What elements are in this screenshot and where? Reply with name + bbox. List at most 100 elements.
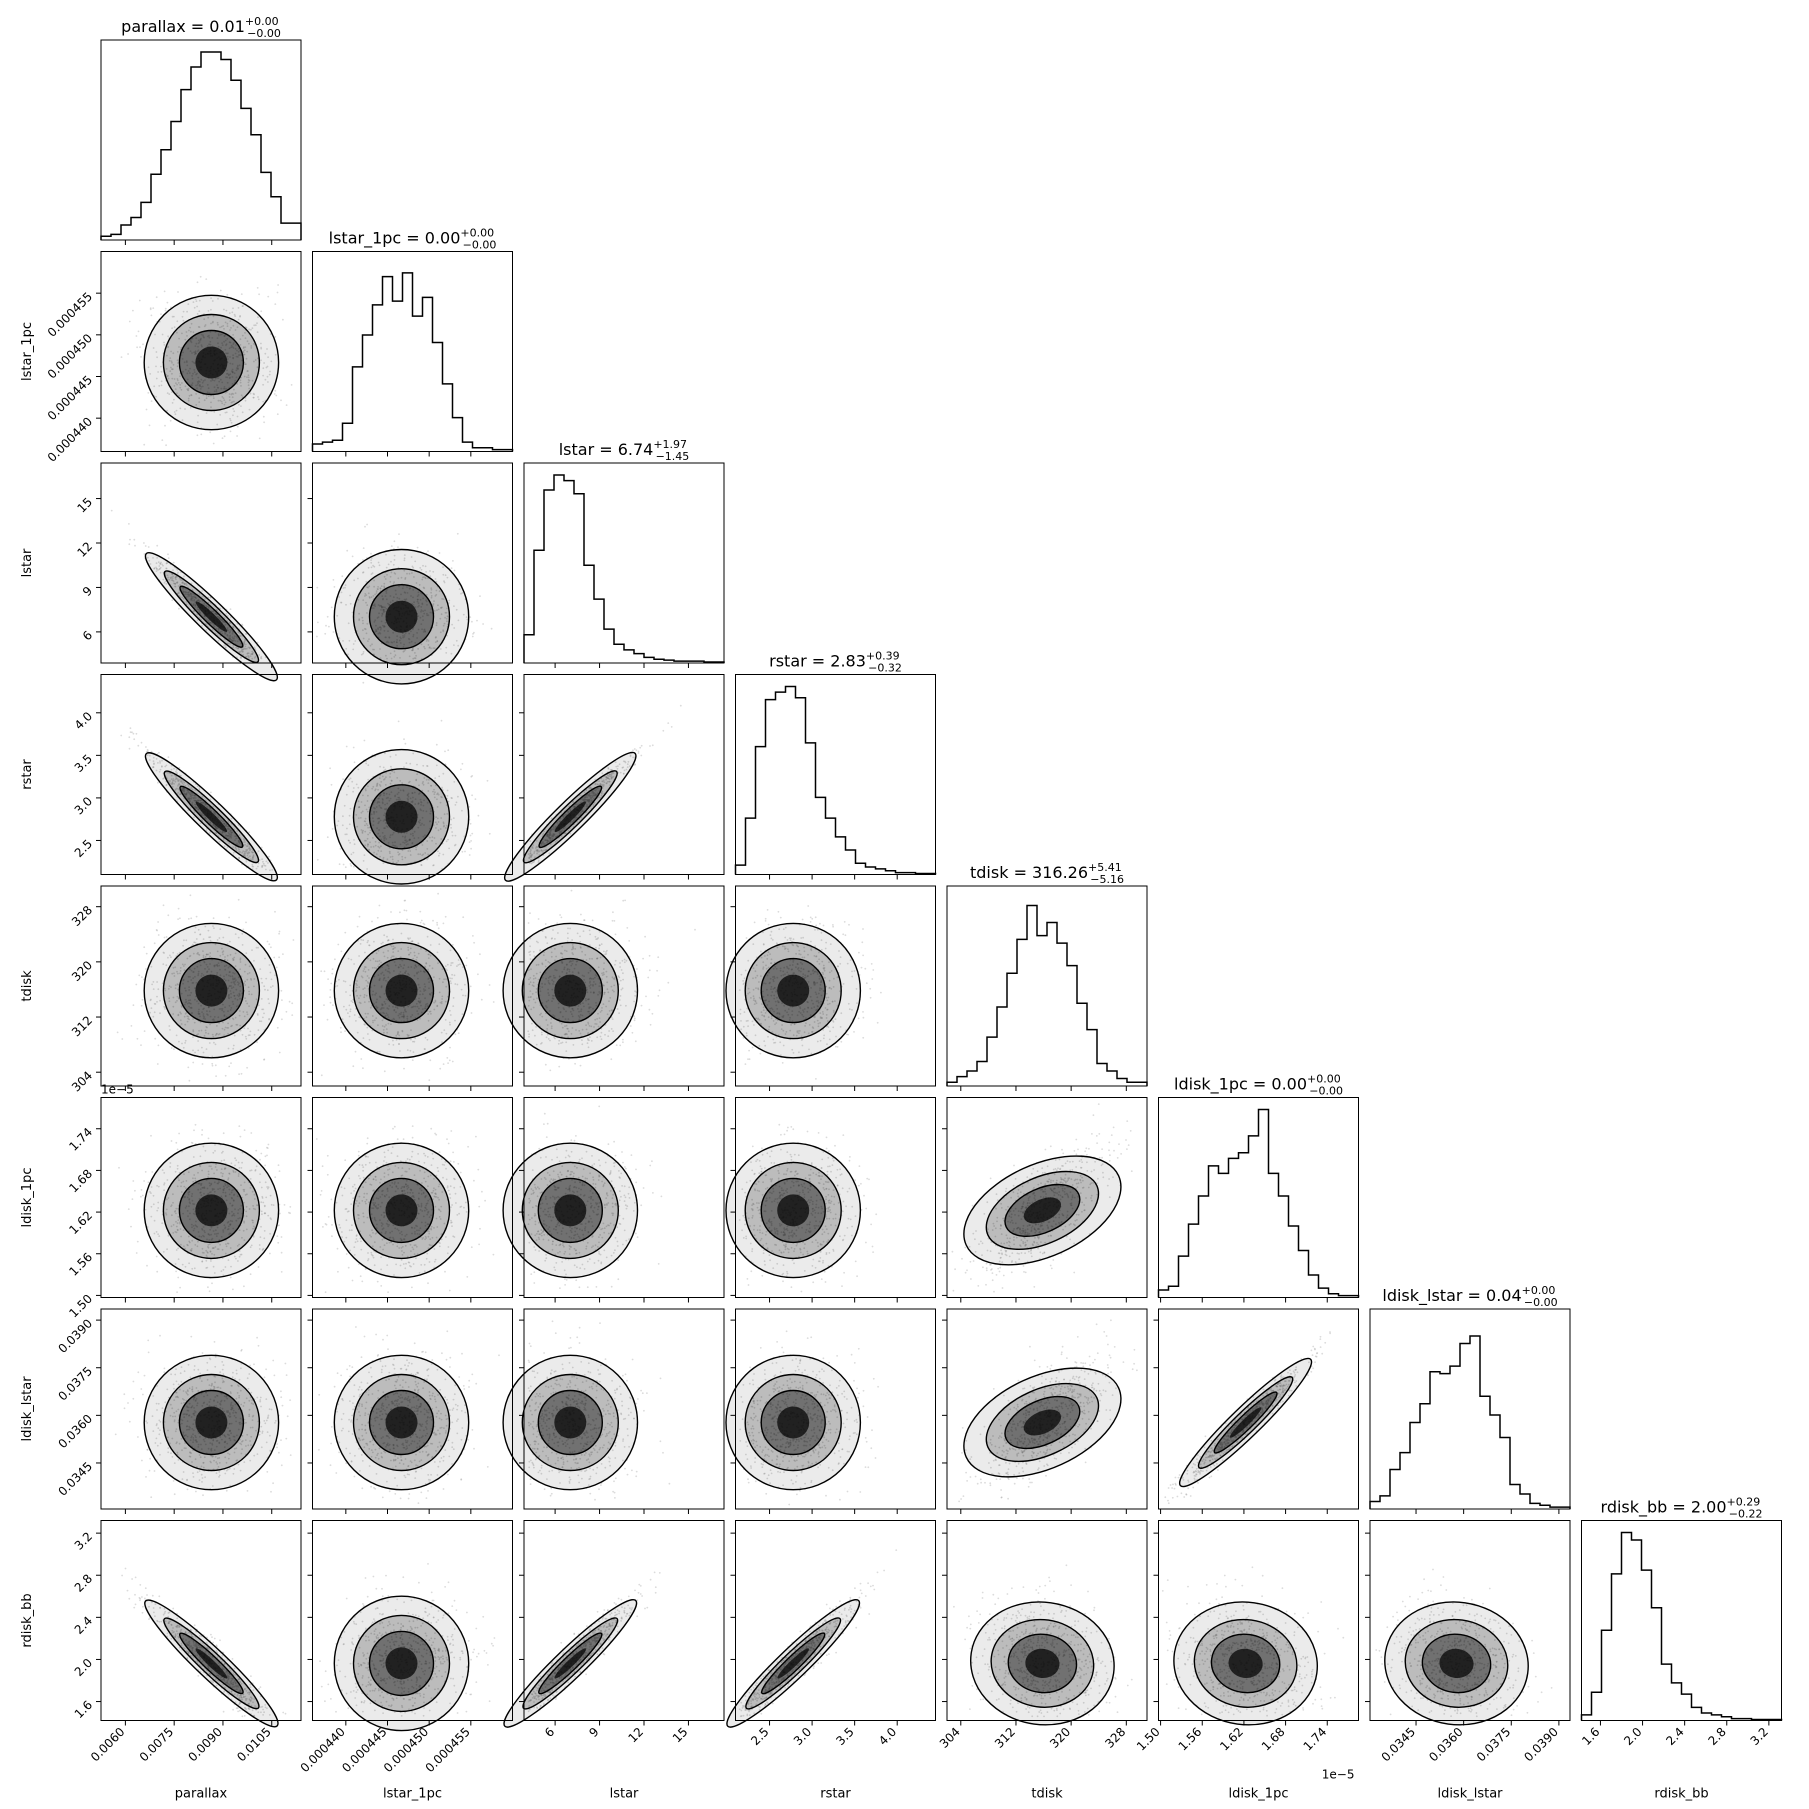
ytick-label-rstar: 2.5 <box>72 837 95 860</box>
contours-lstar-tdisk <box>502 922 639 1059</box>
frame-7-3 <box>735 1520 936 1721</box>
panel-3-3: rstar = 2.83+0.39−0.32 <box>734 650 937 880</box>
xoffset-ldisk_1pc: 1e−5 <box>1322 1768 1355 1782</box>
frame-1-1 <box>312 251 513 452</box>
panel-1-1: lstar_1pc = 0.00+0.00−0.00 <box>311 227 514 457</box>
ylabel-lstar_1pc: lstar_1pc <box>20 322 35 381</box>
xtick-label-tdisk: 328 <box>1102 1725 1128 1751</box>
frame-6-3 <box>735 1308 936 1510</box>
xtick-label-ldisk_1pc: 1.74 <box>1301 1725 1330 1754</box>
contours-ldisk_1pc-ldisk_lstar <box>1178 1357 1313 1488</box>
frame-4-3 <box>735 885 936 1087</box>
contours-rstar-tdisk <box>725 922 862 1059</box>
panel-4-4: tdisk = 316.26+5.41−5.16 <box>946 861 1148 1091</box>
contours-lstar-ldisk_1pc <box>502 1142 639 1279</box>
frame-1-0 <box>100 251 302 452</box>
title-parallax: parallax = 0.01+0.00−0.00 <box>121 15 281 40</box>
ytick-label-rdisk_bb: 1.6 <box>72 1698 95 1721</box>
ytick-label-ldisk_1pc: 1.50 <box>66 1292 95 1321</box>
xtick-label-lstar: 9 <box>586 1725 601 1740</box>
panel-5-5: ldisk_1pc = 0.00+0.00−0.00 <box>1157 1073 1360 1303</box>
ytick-label-ldisk_1pc: 1.74 <box>66 1125 95 1154</box>
xtick-label-rdisk_bb: 3.2 <box>1748 1725 1771 1748</box>
ylabel-ldisk_1pc: ldisk_1pc <box>20 1168 35 1228</box>
ytick-label-lstar: 12 <box>74 539 95 560</box>
contours-lstar-ldisk_lstar <box>502 1354 639 1491</box>
xtick-label-rstar: 4.0 <box>876 1725 899 1748</box>
ylabel-tdisk: tdisk <box>20 970 35 1002</box>
panel-7-1: 0.0004400.0004450.0004500.000455lstar_1p… <box>298 1520 513 1802</box>
frame-5-0 <box>100 1097 302 1298</box>
frame-6-5 <box>1158 1308 1359 1510</box>
contours-rstar-ldisk_lstar <box>725 1354 862 1491</box>
xtick-label-ldisk_1pc: 1.68 <box>1259 1725 1288 1754</box>
title-lstar: lstar = 6.74+1.97−1.45 <box>559 438 690 463</box>
ytick-label-rdisk_bb: 2.8 <box>72 1571 95 1594</box>
xtick-label-lstar: 15 <box>670 1725 691 1746</box>
xtick-label-parallax: 0.0105 <box>234 1725 274 1765</box>
contours-parallax-tdisk <box>143 922 280 1059</box>
ytick-label-tdisk: 304 <box>69 1068 95 1094</box>
frame-2-2 <box>523 462 725 664</box>
panel-4-2 <box>502 885 725 1091</box>
panel-6-1 <box>307 1308 513 1514</box>
frame-5-4 <box>946 1097 1148 1298</box>
frame-2-1 <box>312 462 513 664</box>
frame-3-2 <box>523 674 725 875</box>
frame-6-0 <box>100 1308 302 1510</box>
xlabel-rdisk_bb: rdisk_bb <box>1654 1787 1708 1802</box>
frame-4-4 <box>946 885 1148 1087</box>
xtick-label-ldisk_lstar: 0.0375 <box>1474 1725 1514 1765</box>
ytick-label-ldisk_lstar: 0.0345 <box>56 1459 96 1499</box>
histogram-ldisk_lstar <box>1369 1335 1571 1509</box>
contours-parallax-rdisk_bb <box>144 1599 279 1728</box>
panel-6-2 <box>502 1308 725 1514</box>
ytick-label-lstar_1pc: 0.000455 <box>45 289 95 339</box>
xtick-label-rstar: 2.5 <box>748 1725 771 1748</box>
xlabel-tdisk: tdisk <box>1031 1787 1063 1802</box>
title-ldisk_1pc: ldisk_1pc = 0.00+0.00−0.00 <box>1174 1073 1343 1098</box>
ytick-label-tdisk: 320 <box>69 958 95 984</box>
frame-2-0 <box>100 462 302 664</box>
ytick-label-rstar: 4.0 <box>72 709 95 732</box>
panel-5-3 <box>725 1097 936 1303</box>
ytick-label-rdisk_bb: 2.4 <box>72 1614 95 1637</box>
xtick-label-ldisk_lstar: 0.0360 <box>1426 1725 1466 1765</box>
histogram-rdisk_bb <box>1580 1531 1783 1721</box>
frame-7-0 <box>100 1520 302 1721</box>
contours-lstar-rdisk_bb <box>503 1599 638 1728</box>
contours-tdisk-rdisk_bb <box>969 1601 1115 1726</box>
panel-5-4 <box>942 1097 1148 1303</box>
xtick-label-parallax: 0.0060 <box>88 1725 128 1765</box>
contours-rstar-ldisk_1pc <box>725 1142 862 1279</box>
contours-parallax-ldisk_1pc <box>143 1142 280 1279</box>
frame-7-1 <box>312 1520 513 1721</box>
xlabel-ldisk_lstar: ldisk_lstar <box>1437 1787 1503 1802</box>
xlabel-lstar_1pc: lstar_1pc <box>383 1787 442 1802</box>
contours-parallax-rstar <box>144 752 279 882</box>
ytick-label-ldisk_1pc: 1.62 <box>66 1208 95 1237</box>
panel-6-5 <box>1153 1308 1359 1514</box>
contours-lstar_1pc-lstar <box>333 548 470 685</box>
frame-5-2 <box>523 1097 725 1298</box>
panel-5-2 <box>502 1097 725 1303</box>
ytick-label-ldisk_1pc: 1.68 <box>66 1167 95 1196</box>
title-rstar: rstar = 2.83+0.39−0.32 <box>769 650 902 675</box>
frame-4-2 <box>523 885 725 1087</box>
panel-6-3 <box>725 1308 936 1514</box>
title-lstar_1pc: lstar_1pc = 0.00+0.00−0.00 <box>329 227 497 252</box>
contours-rstar-rdisk_bb <box>726 1599 861 1728</box>
xtick-label-parallax: 0.0075 <box>137 1725 177 1765</box>
frame-0-0 <box>100 39 302 241</box>
xlabel-lstar: lstar <box>610 1787 639 1802</box>
frame-7-2 <box>523 1520 725 1721</box>
ylabel-lstar: lstar <box>20 548 35 577</box>
